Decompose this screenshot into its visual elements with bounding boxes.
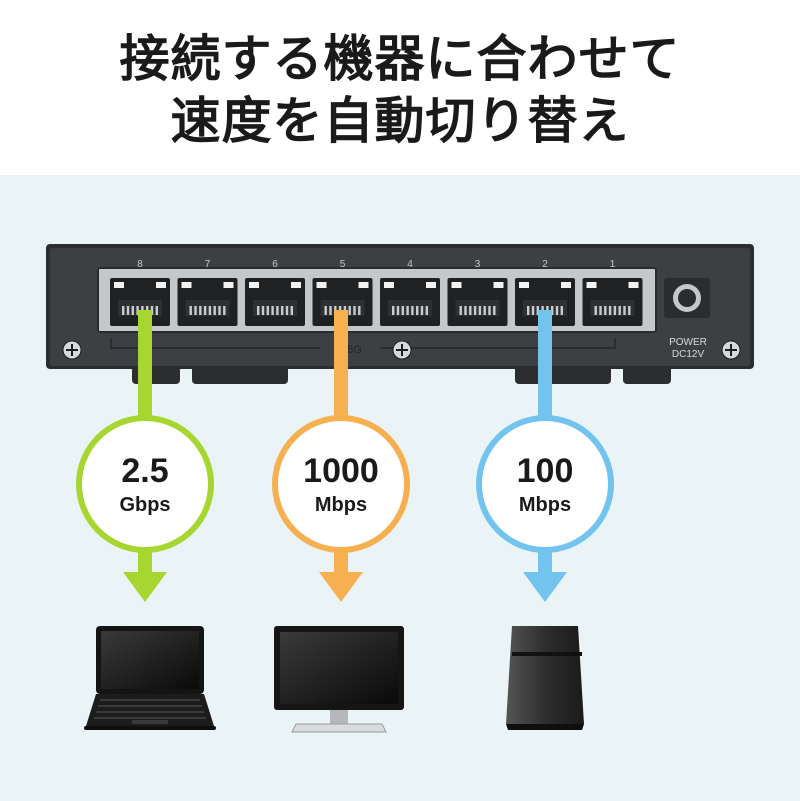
ethernet-port	[177, 278, 238, 326]
port-number: 8	[137, 259, 143, 270]
group-bracket	[110, 338, 616, 349]
title-line-1: 接続する機器に合わせて	[119, 30, 681, 88]
screw-icon	[721, 340, 741, 360]
port-number: 2	[542, 259, 548, 270]
laptop-icon	[84, 626, 216, 730]
port-number: 1	[610, 259, 616, 270]
power-label: POWER	[669, 337, 707, 348]
speed-unit: Gbps	[119, 494, 170, 516]
cable-line	[538, 310, 552, 420]
dc-label: DC12V	[672, 349, 705, 360]
monitor-icon	[274, 626, 404, 733]
speed-badge	[76, 415, 214, 553]
port-number: 7	[205, 259, 211, 270]
title-line-2: 速度を自動切り替え	[170, 92, 630, 150]
port-number: 4	[407, 259, 413, 270]
arrow-down-icon	[523, 572, 567, 602]
port-number: 5	[340, 259, 346, 270]
screw-icon	[392, 340, 412, 360]
port-numbers: 8 7 6 5 4 3 2 1	[137, 259, 616, 270]
cable-line	[334, 310, 348, 420]
cable-line	[138, 310, 152, 420]
speed-value: 1000	[303, 452, 379, 490]
speed-badge	[272, 415, 410, 553]
speed-unit: Mbps	[519, 494, 571, 516]
port-number: 6	[272, 259, 278, 270]
speed-badge	[476, 415, 614, 553]
speed-unit: Mbps	[315, 494, 367, 516]
speed-value: 2.5	[121, 452, 168, 490]
port-number: 3	[475, 259, 481, 270]
header: 接続する機器に合わせて 速度を自動切り替え	[0, 0, 800, 175]
ethernet-port	[447, 278, 508, 326]
screw-icon	[62, 340, 82, 360]
ethernet-port	[380, 278, 440, 326]
arrow-down-icon	[123, 572, 167, 602]
ethernet-port	[245, 278, 305, 326]
game-console-icon	[506, 626, 584, 730]
ethernet-port	[582, 278, 643, 326]
speed-value: 100	[517, 452, 574, 490]
arrow-down-icon	[319, 572, 363, 602]
